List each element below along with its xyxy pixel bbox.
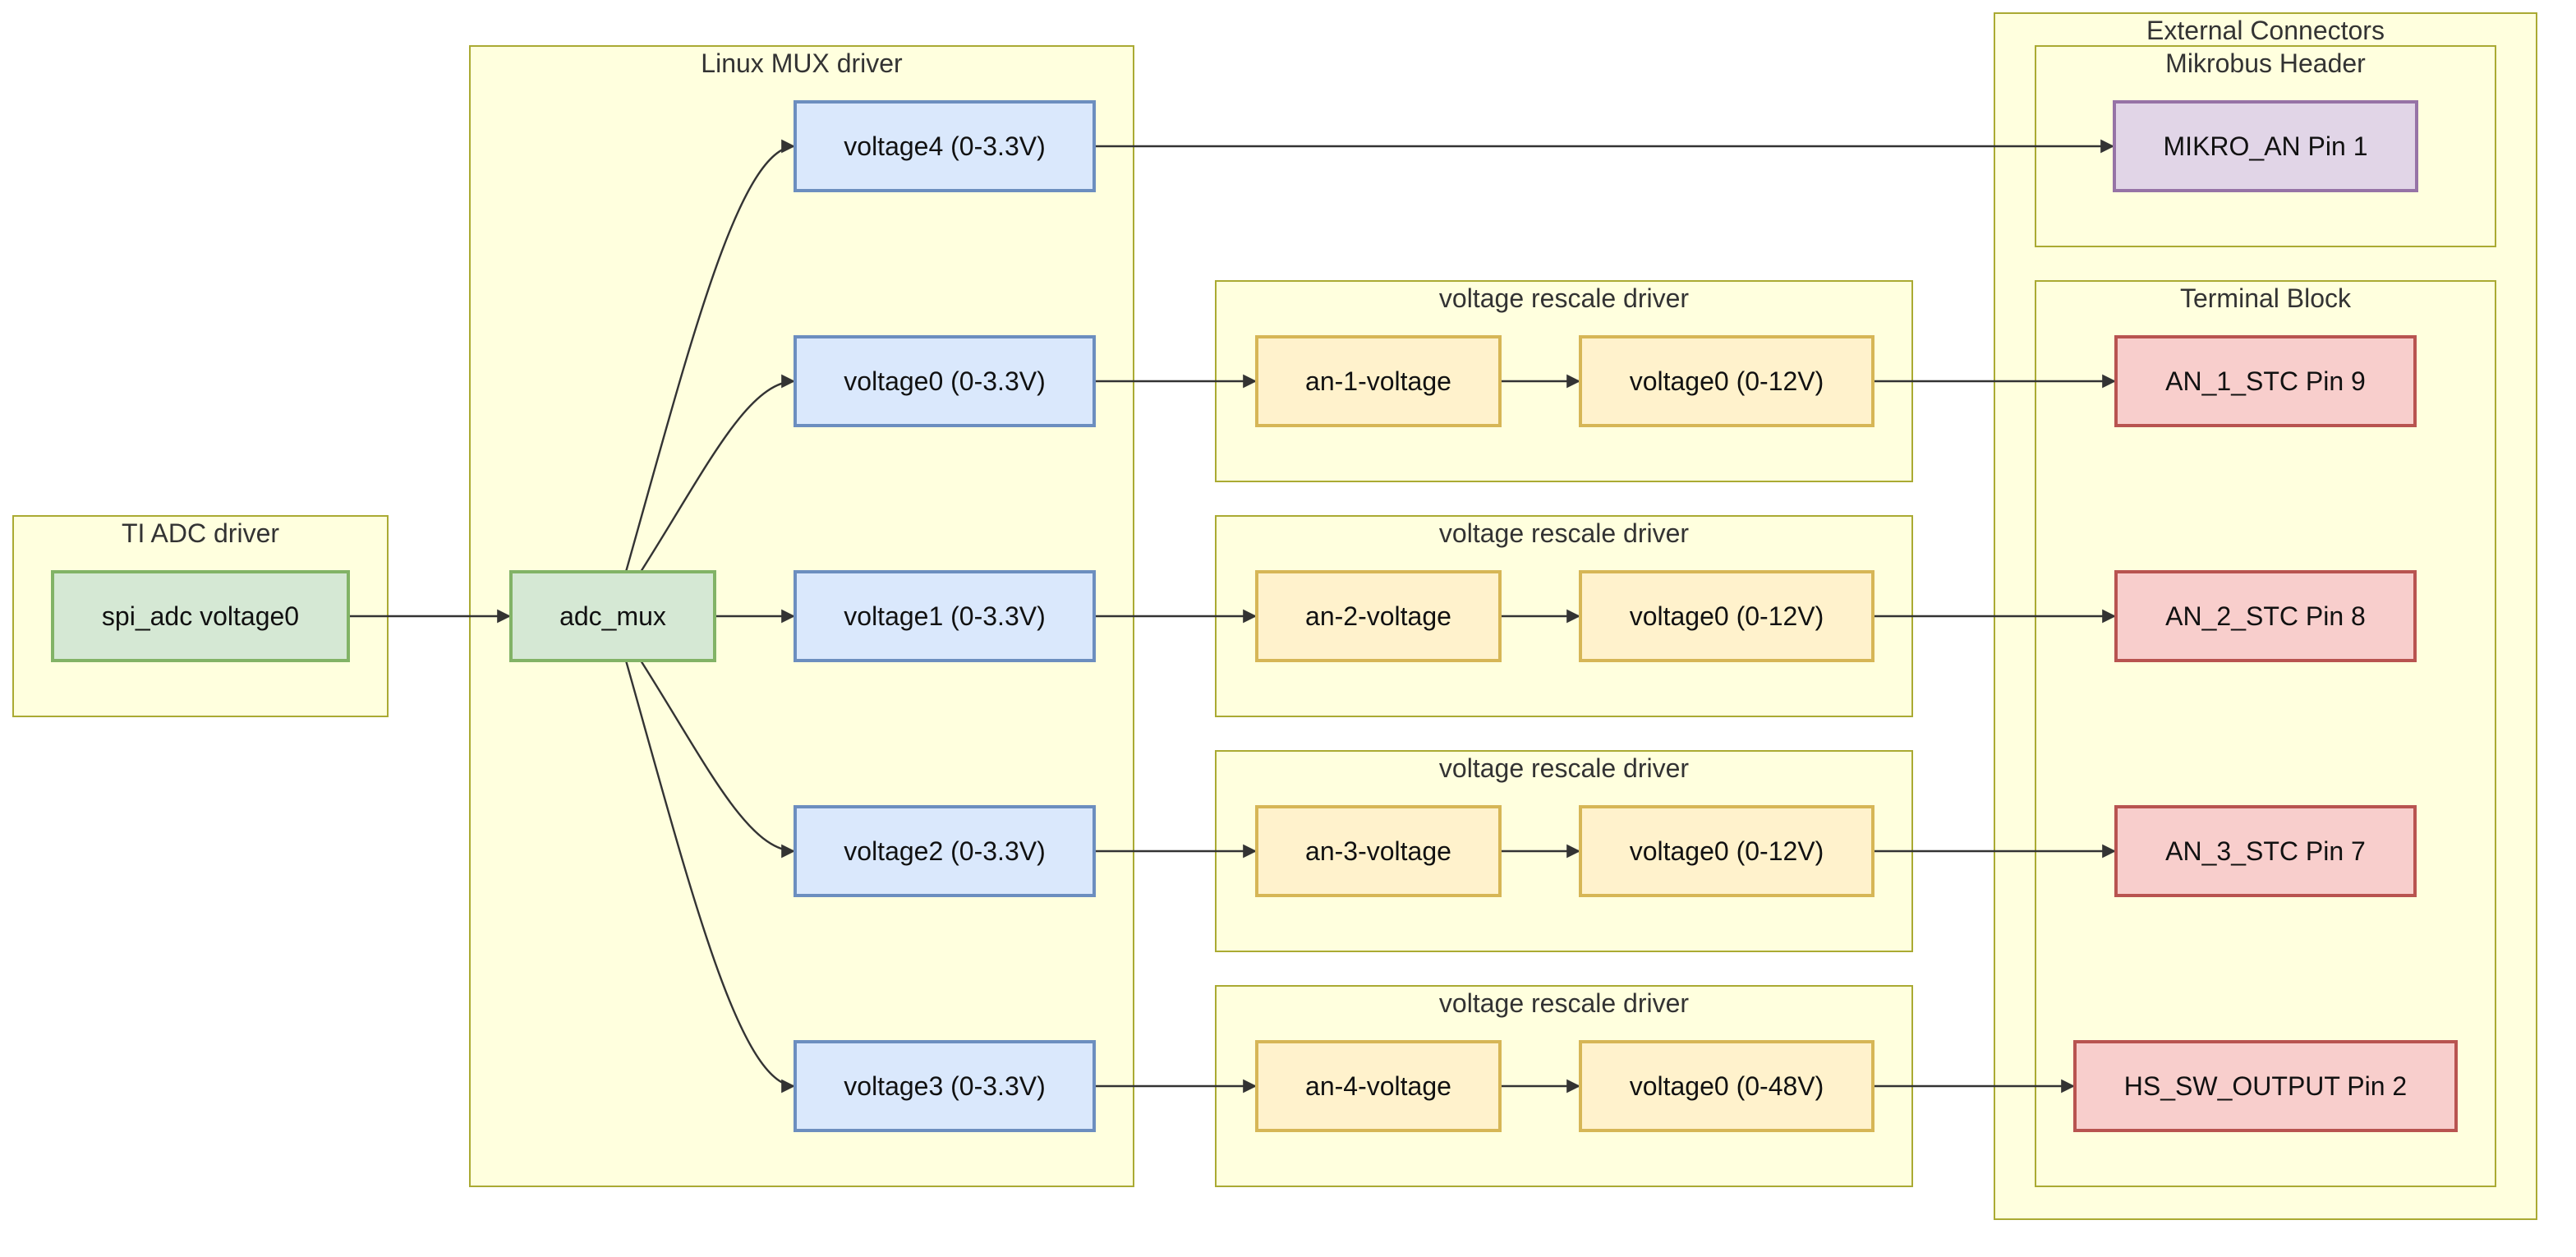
node-label: an-3-voltage — [1305, 836, 1451, 866]
node-label: an-4-voltage — [1305, 1071, 1451, 1101]
edge-adc-mux-to-voltage2 — [639, 660, 796, 859]
cluster-label: Linux MUX driver — [701, 48, 903, 78]
node-label: AN_2_STC Pin 8 — [2165, 601, 2366, 631]
node-an-2-voltage[interactable]: an-2-voltage — [1255, 570, 1502, 662]
node-label: an-2-voltage — [1305, 601, 1451, 631]
node-label: voltage0 (0-12V) — [1630, 836, 1824, 866]
node-hs-sw-output-pin-2[interactable]: HS_SW_OUTPUT Pin 2 — [2073, 1040, 2458, 1132]
node-label: voltage0 (0-12V) — [1630, 601, 1824, 631]
node-label: MIKRO_AN Pin 1 — [2164, 131, 2368, 161]
cluster-label: voltage rescale driver — [1439, 283, 1689, 313]
node-label: adc_mux — [559, 601, 666, 631]
node-mux-voltage0[interactable]: voltage0 (0-3.3V) — [794, 335, 1096, 427]
node-label: an-1-voltage — [1305, 366, 1451, 396]
node-an-2-stc-pin-8[interactable]: AN_2_STC Pin 8 — [2114, 570, 2417, 662]
node-an-3-voltage[interactable]: an-3-voltage — [1255, 805, 1502, 897]
node-label: HS_SW_OUTPUT Pin 2 — [2124, 1071, 2407, 1101]
node-label: spi_adc voltage0 — [102, 601, 299, 631]
node-label: voltage1 (0-3.3V) — [844, 601, 1045, 631]
node-rescale-out-1[interactable]: voltage0 (0-12V) — [1579, 335, 1874, 427]
node-label: voltage0 (0-12V) — [1630, 366, 1824, 396]
node-label: voltage0 (0-48V) — [1630, 1071, 1824, 1101]
node-an-3-stc-pin-7[interactable]: AN_3_STC Pin 7 — [2114, 805, 2417, 897]
cluster-label: Mikrobus Header — [2165, 48, 2366, 78]
cluster-terminal-block: Terminal Block — [2035, 280, 2496, 1187]
node-rescale-out-2[interactable]: voltage0 (0-12V) — [1579, 570, 1874, 662]
node-rescale-out-3[interactable]: voltage0 (0-12V) — [1579, 805, 1874, 897]
cluster-label: voltage rescale driver — [1439, 753, 1689, 783]
cluster-label: External Connectors — [2146, 16, 2385, 45]
node-spi-adc-voltage0[interactable]: spi_adc voltage0 — [51, 570, 350, 662]
edge-adc-mux-to-voltage4 — [624, 139, 796, 573]
cluster-label: TI ADC driver — [122, 518, 279, 548]
node-label: voltage2 (0-3.3V) — [844, 836, 1045, 866]
edge-adc-mux-to-voltage0 — [639, 374, 796, 573]
node-mux-voltage1[interactable]: voltage1 (0-3.3V) — [794, 570, 1096, 662]
cluster-label: voltage rescale driver — [1439, 988, 1689, 1018]
node-mux-voltage4[interactable]: voltage4 (0-3.3V) — [794, 100, 1096, 192]
node-mikro-an-pin-1[interactable]: MIKRO_AN Pin 1 — [2113, 100, 2418, 192]
node-label: voltage3 (0-3.3V) — [844, 1071, 1045, 1101]
node-label: voltage4 (0-3.3V) — [844, 131, 1045, 161]
node-mux-voltage2[interactable]: voltage2 (0-3.3V) — [794, 805, 1096, 897]
node-an-1-voltage[interactable]: an-1-voltage — [1255, 335, 1502, 427]
cluster-label: voltage rescale driver — [1439, 518, 1689, 548]
cluster-label: Terminal Block — [2180, 283, 2352, 313]
node-label: voltage0 (0-3.3V) — [844, 366, 1045, 396]
node-label: AN_1_STC Pin 9 — [2165, 366, 2366, 396]
node-label: AN_3_STC Pin 7 — [2165, 836, 2366, 866]
node-an-1-stc-pin-9[interactable]: AN_1_STC Pin 9 — [2114, 335, 2417, 427]
node-an-4-voltage[interactable]: an-4-voltage — [1255, 1040, 1502, 1132]
edge-adc-mux-to-voltage3 — [624, 660, 796, 1094]
node-adc-mux[interactable]: adc_mux — [509, 570, 716, 662]
node-mux-voltage3[interactable]: voltage3 (0-3.3V) — [794, 1040, 1096, 1132]
node-rescale-out-4[interactable]: voltage0 (0-48V) — [1579, 1040, 1874, 1132]
